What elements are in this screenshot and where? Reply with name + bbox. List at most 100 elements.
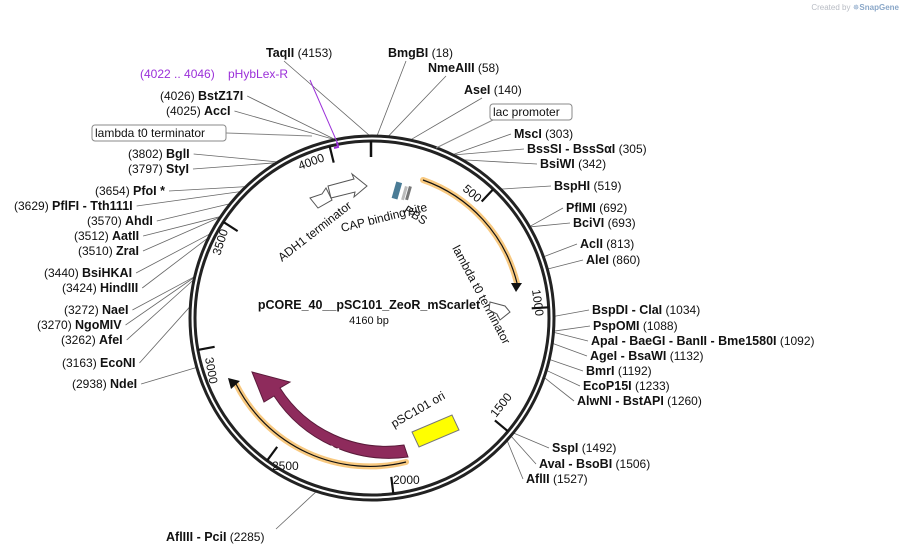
snapgene-credit: Created by ✵SnapGene [811,3,899,12]
enzyme-leader-alei [547,259,584,270]
primer-name: pHybLex-R [228,67,288,81]
enzyme-label-taqii[interactable]: TaqII (4153) [266,46,332,60]
lambda-terminator-inner-arrow[interactable] [488,301,511,321]
adh1-terminator-arrow-1[interactable] [309,187,333,209]
enzyme-name: BssSI [527,142,562,156]
enzyme-label-alwni[interactable]: AlwNI - BstAPI (1260) [577,394,702,408]
enzyme-label-nmeaiii[interactable]: NmeAIII (58) [428,61,499,75]
enzyme-name: AfeI [99,333,123,347]
enzyme-label-pspomi[interactable]: PspOMI (1088) [593,319,678,333]
enzyme-name: PflFI [52,199,79,213]
enzyme-name: BciVI [573,216,604,230]
enzyme-name: EcoP15I [583,379,632,393]
enzyme-label-asei[interactable]: AseI (140) [464,83,522,97]
enzyme-label-styi[interactable]: (3797) StyI [128,162,189,176]
enzyme-label-pfoi[interactable]: (3654) PfoI * [95,184,165,198]
enzyme-label-aatii[interactable]: (3512) AatII [74,229,139,243]
enzyme-label-zrai[interactable]: (3510) ZraI [78,244,139,258]
primer-arrow[interactable] [333,141,340,149]
enzyme-name: BglI [166,147,190,161]
tick-label-4000: 4000 [296,150,326,172]
enzyme-label-apai[interactable]: ApaI - BaeGI - BanII - Bme1580I (1092) [591,334,815,348]
enzyme-position: (3654) [95,184,133,198]
credit-prefix: Created by [811,3,851,12]
enzyme-position: (3440) [44,266,82,280]
cap-binding-site-feature[interactable] [391,181,403,200]
rbs-feature[interactable] [401,185,408,201]
enzyme-position: (813) [603,237,634,251]
major-tick [494,419,509,433]
enzyme-position: (1527) [550,472,588,486]
scale-ticks [197,145,549,494]
enzyme-label-hindiii[interactable]: (3424) HindIII [62,281,138,295]
rep101-feature[interactable] [251,371,409,459]
enzyme-label-ngomiv[interactable]: (3270) NgoMIV [37,318,122,332]
enzyme-label-econi[interactable]: (3163) EcoNI [62,356,135,370]
enzyme-name: - Tth111I [79,199,133,213]
enzyme-label-bstz17i[interactable]: (4026) BstZ17I [160,89,243,103]
rep101-highlight-arrowhead [228,378,240,389]
enzyme-leader-afliii [275,491,317,530]
enzyme-name: - BaeGI [618,334,665,348]
enzyme-name: AhdI [125,214,153,228]
lambda-terminator-box[interactable] [91,124,227,142]
enzyme-position: (1233) [632,379,670,393]
enzyme-name: AseI [464,83,490,97]
enzyme-position: (4025) [166,104,204,118]
adh1-terminator-arrow-2[interactable] [327,172,368,199]
enzyme-label-afliii[interactable]: AflIII - PciI (2285) [166,530,264,544]
enzyme-position: (3512) [74,229,112,243]
enzyme-leader-agei [552,342,588,357]
enzyme-label-aflii[interactable]: AflII (1527) [526,472,588,486]
enzyme-label-alei[interactable]: AleI (860) [586,253,640,267]
rbs-feature-2[interactable] [405,185,412,201]
enzyme-leader-avai [510,435,537,465]
enzyme-label-bsiwi[interactable]: BsiWI (342) [540,157,606,171]
enzyme-label-acli[interactable]: AclI (813) [580,237,634,251]
tick-label-2500: 2500 [272,459,299,473]
lac-promoter-box[interactable] [489,103,573,121]
enzyme-leader-acci [234,110,336,141]
enzyme-label-sspi[interactable]: SspI (1492) [552,441,616,455]
enzyme-name: NdeI [110,377,137,391]
enzyme-position: (3163) [62,356,100,370]
enzyme-leader-aflii [506,439,524,480]
enzyme-position: (3510) [78,244,116,258]
psc101-ori-feature[interactable] [411,414,460,448]
enzyme-label-pflmi[interactable]: PflMI (692) [566,201,627,215]
enzyme-label-bsihkai[interactable]: (3440) BsiHKAI [44,266,132,280]
enzyme-label-naei[interactable]: (3272) NaeI [64,303,128,317]
enzyme-label-avai[interactable]: AvaI - BsoBI (1506) [539,457,650,471]
enzyme-label-bspdi[interactable]: BspDI - ClaI (1034) [592,303,700,317]
enzyme-name: AccI [204,104,230,118]
enzyme-label-msci[interactable]: MscI (303) [514,127,573,141]
enzyme-leader-apai [553,331,589,342]
enzyme-label-pflfi[interactable]: (3629) PflFI - Tth111I [14,199,133,213]
enzyme-label-bmgbi[interactable]: BmgBI (18) [388,46,453,60]
major-tick [197,345,215,351]
enzyme-label-bmri[interactable]: BmrI (1192) [586,364,652,378]
enzyme-position: (1088) [640,319,678,333]
enzyme-label-bsssi[interactable]: BssSI - BssSαI (305) [527,142,647,156]
enzyme-label-bgli[interactable]: (3802) BglI [128,147,190,161]
enzyme-label-ecop15i[interactable]: EcoP15I (1233) [583,379,670,393]
enzyme-name: ApaI [591,334,618,348]
enzyme-label-agei[interactable]: AgeI - BsaWI (1132) [590,349,704,363]
enzyme-name: AclI [580,237,603,251]
enzyme-label-ahdi[interactable]: (3570) AhdI [87,214,153,228]
enzyme-position: (860) [609,253,640,267]
enzyme-name: - ClaI [628,303,662,317]
enzyme-name: - BsaWI [617,349,666,363]
enzyme-leader-bmri [549,359,584,372]
enzyme-label-acci[interactable]: (4025) AccI [166,104,230,118]
enzyme-label-bcivi[interactable]: BciVI (693) [573,216,636,230]
enzyme-label-ndei[interactable]: (2938) NdeI [72,377,137,391]
enzyme-leader-sspi [513,432,550,449]
enzyme-name: BsiWI [540,157,575,171]
enzyme-name: BmgBI [388,46,428,60]
enzyme-leaders [125,60,591,530]
enzyme-label-afei[interactable]: (3262) AfeI [61,333,123,347]
tick-label-1000: 1000 [529,288,547,317]
enzyme-label-bsphi[interactable]: BspHI (519) [554,179,621,193]
enzyme-name: AflIII [166,530,193,544]
